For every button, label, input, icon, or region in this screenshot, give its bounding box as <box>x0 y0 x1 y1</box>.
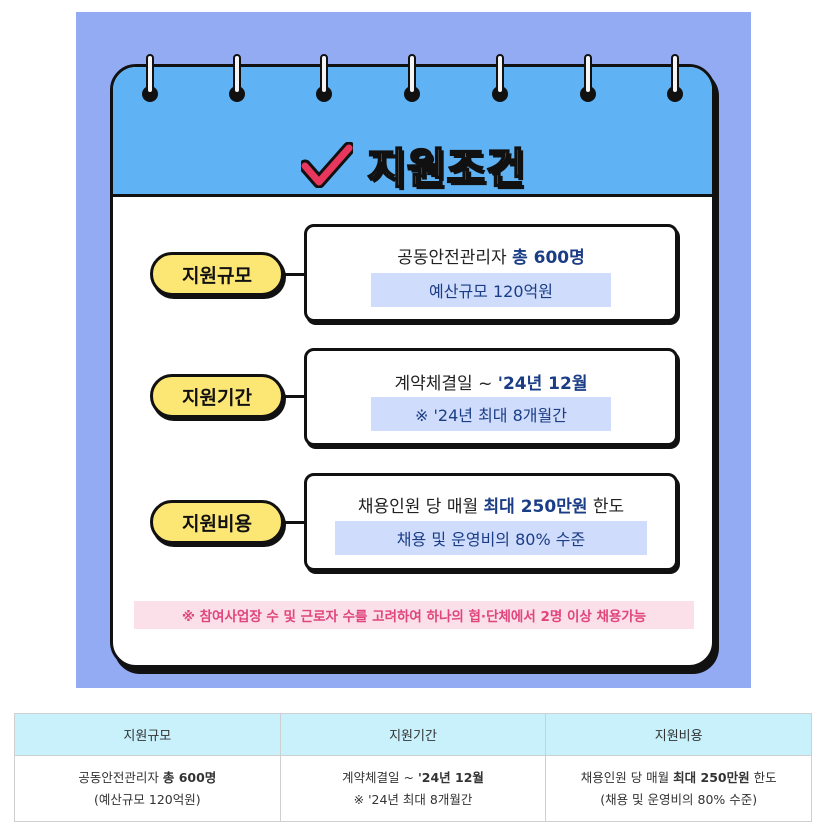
binder-ring-icon <box>139 54 161 104</box>
table-header-cell: 지원규모 <box>14 713 281 756</box>
poster-title: 지원조건 <box>366 143 526 194</box>
row-label-scale: 지원규모 <box>150 252 284 296</box>
binder-ring-icon <box>313 54 335 104</box>
row-line-main: 계약체결일 ~ '24년 12월 <box>394 374 588 394</box>
row-connector <box>284 395 306 398</box>
row-label-period: 지원기간 <box>150 374 284 418</box>
table-cell: 계약체결일 ~ '24년 12월 ※ '24년 최대 8개월간 <box>279 755 547 822</box>
poster-footnote: ※ 참여사업장 수 및 근로자 수를 고려하여 하나의 협·단체에서 2명 이상… <box>134 601 694 629</box>
check-icon <box>301 142 354 188</box>
binder-ring-icon <box>226 54 248 104</box>
row-line-sub: 예산규모 120억원 <box>371 273 611 307</box>
row-label-cost: 지원비용 <box>150 500 284 544</box>
table-header-row: 지원규모 지원기간 지원비용 <box>14 713 812 756</box>
support-conditions-poster: 지원조건 지원규모 공동안전관리자 총 600명 예산규모 120억원 지원기간… <box>76 12 751 688</box>
row-box-scale: 공동안전관리자 총 600명 예산규모 120억원 <box>304 224 678 322</box>
row-box-cost: 채용인원 당 매월 최대 250만원 한도 채용 및 운영비의 80% 수준 <box>304 473 678 571</box>
table-row: 공동안전관리자 총 600명 (예산규모 120억원) 계약체결일 ~ '24년… <box>14 755 812 822</box>
table-cell: 공동안전관리자 총 600명 (예산규모 120억원) <box>14 755 281 822</box>
row-line-sub: ※ '24년 최대 8개월간 <box>371 397 611 431</box>
row-connector <box>284 521 306 524</box>
binder-ring-icon <box>577 54 599 104</box>
poster-title-area: 지원조건 <box>76 130 751 200</box>
row-line-main: 채용인원 당 매월 최대 250만원 한도 <box>357 497 625 517</box>
binder-ring-icon <box>489 54 511 104</box>
table-cell: 채용인원 당 매월 최대 250만원 한도 (채용 및 운영비의 80% 수준) <box>545 755 812 822</box>
table-header-cell: 지원비용 <box>545 713 812 756</box>
binder-ring-icon <box>664 54 686 104</box>
row-line-main: 공동안전관리자 총 600명 <box>397 248 585 268</box>
row-connector <box>284 273 306 276</box>
summary-table: 지원규모 지원기간 지원비용 공동안전관리자 총 600명 (예산규모 120억… <box>14 713 812 822</box>
table-header-cell: 지원기간 <box>279 713 547 756</box>
row-line-sub: 채용 및 운영비의 80% 수준 <box>335 521 647 555</box>
row-box-period: 계약체결일 ~ '24년 12월 ※ '24년 최대 8개월간 <box>304 348 678 446</box>
binder-ring-icon <box>401 54 423 104</box>
